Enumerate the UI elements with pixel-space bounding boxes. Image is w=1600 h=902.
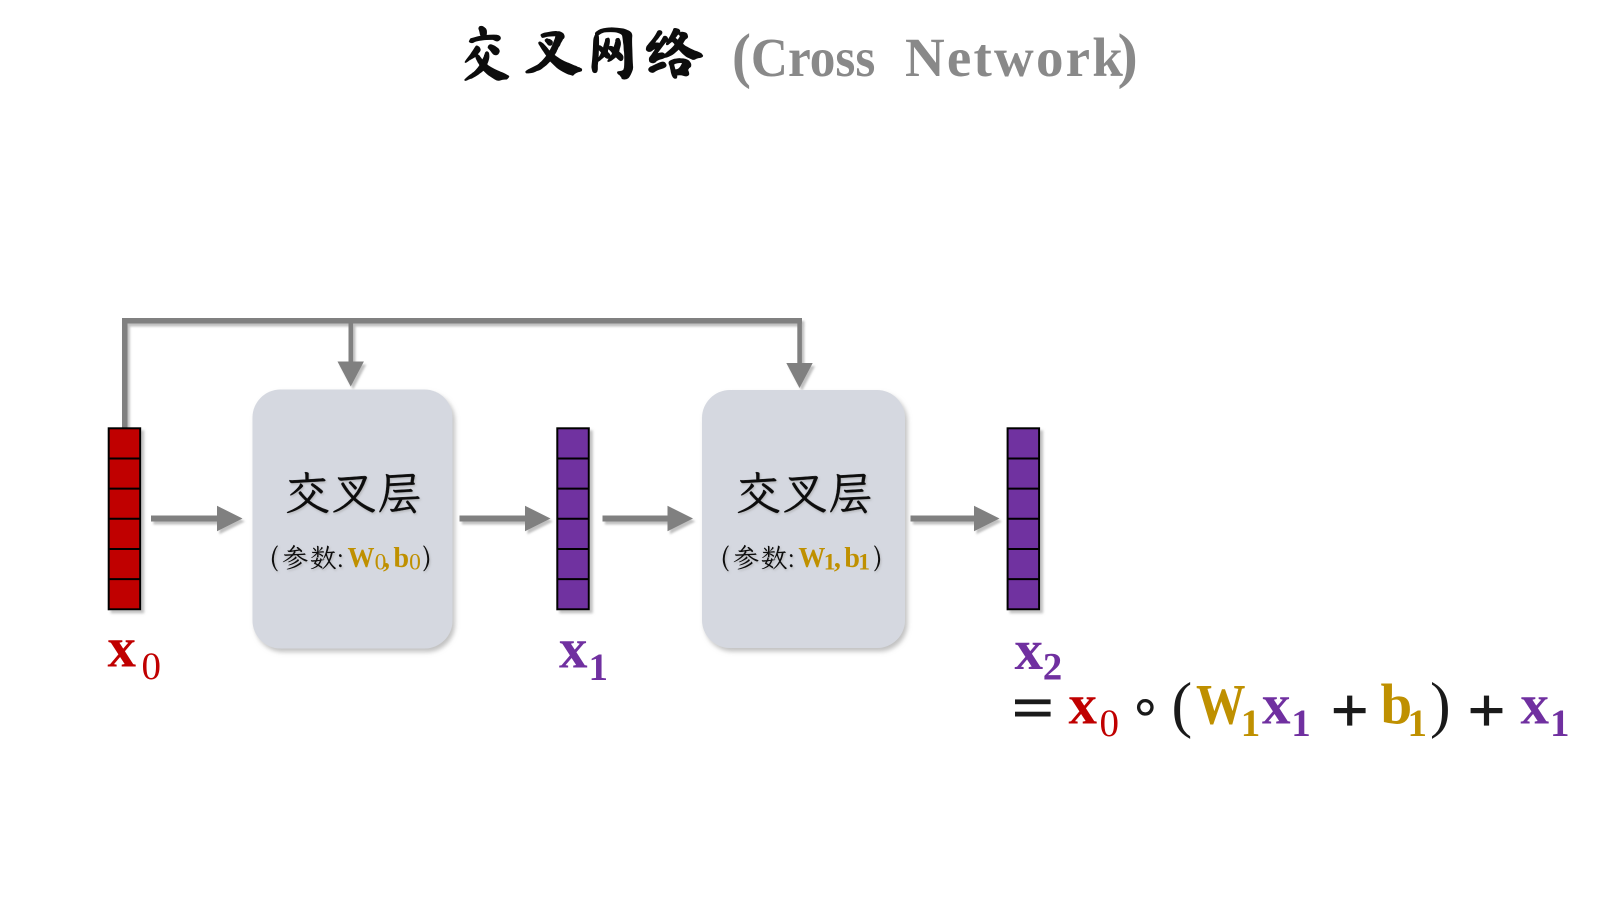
svg-text:W: W (348, 543, 375, 574)
svg-text:b: b (844, 543, 860, 574)
svg-text:,: , (383, 543, 390, 574)
svg-text:1: 1 (1241, 702, 1261, 745)
svg-text:x: x (559, 618, 588, 681)
svg-text:x: x (1015, 619, 1044, 682)
svg-text:2: 2 (1043, 646, 1063, 689)
svg-text:W: W (1196, 674, 1246, 737)
svg-text:,: , (834, 543, 841, 574)
svg-text:x: x (1262, 674, 1291, 737)
svg-text:(: ( (1172, 672, 1193, 740)
svg-text:1: 1 (589, 646, 609, 689)
svg-text:x: x (108, 617, 137, 680)
svg-text:): ) (1430, 672, 1451, 740)
svg-text:0: 0 (142, 645, 162, 688)
svg-text:b: b (1381, 674, 1413, 737)
svg-text:Network: Network (905, 27, 1125, 88)
svg-text:0: 0 (375, 550, 387, 576)
svg-text:1: 1 (1550, 702, 1570, 745)
svg-text:1: 1 (858, 550, 870, 576)
svg-text:1: 1 (824, 550, 836, 576)
svg-text:): ) (1118, 23, 1138, 90)
svg-text:x: x (1521, 674, 1550, 737)
svg-text:b: b (394, 543, 410, 574)
svg-text:0: 0 (1100, 702, 1120, 745)
svg-text:x: x (1069, 674, 1098, 737)
svg-text:1: 1 (1291, 702, 1311, 745)
svg-text:W: W (798, 543, 825, 574)
svg-text:0: 0 (409, 550, 421, 576)
svg-text:1: 1 (1408, 702, 1428, 745)
svg-text:(Cross: (Cross (732, 21, 875, 89)
